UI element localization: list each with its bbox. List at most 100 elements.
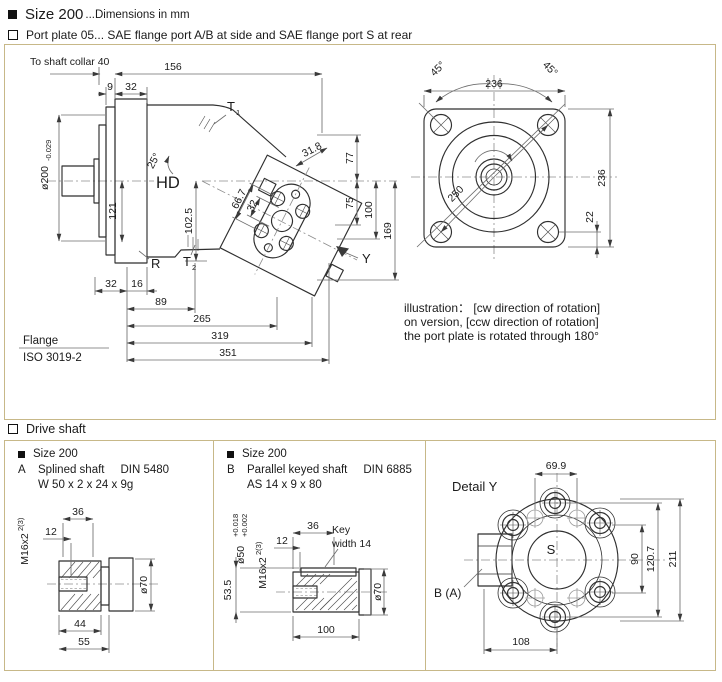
keyed-dim-12: 12 xyxy=(276,535,288,547)
dim-77: 77 xyxy=(344,152,356,164)
rear-view xyxy=(423,108,566,248)
dim-102-5: 102.5 xyxy=(183,208,195,234)
keyed-standard: DIN 6885 xyxy=(363,464,412,476)
keyed-dia50-tol-lo: +0.002 xyxy=(240,514,249,537)
drawing-labels: To shaft collar 40 156 9 32 ø200 -0.029 … xyxy=(23,56,608,364)
filled-square-bullet-icon xyxy=(18,450,25,458)
keyed-shaft-section: Size 200 B Parallel keyed shaft DIN 6885… xyxy=(214,441,426,670)
dim-250: 250 xyxy=(446,183,467,204)
keyed-dia50-tol-hi: +0.018 xyxy=(231,514,240,537)
filled-square-bullet-icon xyxy=(8,10,17,19)
label-t2-sub: 2 xyxy=(192,263,196,272)
dim-dia200: ø200 xyxy=(39,166,51,190)
dim-265: 265 xyxy=(193,313,211,325)
splined-thread-sup: 2(3) xyxy=(16,517,25,531)
keyed-dim-36: 36 xyxy=(307,520,319,532)
label-flange: Flange xyxy=(23,335,58,347)
dim-16: 16 xyxy=(131,278,143,290)
label-flange-iso: ISO 3019-2 xyxy=(23,352,82,364)
port-s-label: S xyxy=(547,542,556,557)
label-hd: HD xyxy=(156,174,180,192)
label-t1: T xyxy=(227,99,235,114)
dim-32-bottom: 32 xyxy=(105,278,117,290)
splined-thread-label: M16x2 xyxy=(19,533,31,565)
detail-dim-120-7: 120.7 xyxy=(645,546,657,572)
dim-100: 100 xyxy=(363,201,375,219)
keyed-dim-100: 100 xyxy=(317,624,335,636)
dim-169: 169 xyxy=(382,222,394,240)
splined-dim-dia70: ø70 xyxy=(138,576,150,594)
section-subtitle: Port plate 05... SAE flange port A/B at … xyxy=(8,28,412,42)
page-title-text: Size 200 xyxy=(25,6,84,23)
keyed-thread-label: M16x2 xyxy=(257,557,269,589)
dim-236-right: 236 xyxy=(596,169,608,187)
splined-dim-44: 44 xyxy=(74,618,86,630)
rotation-note-line3: the port plate is rotated through 180° xyxy=(404,329,599,343)
detail-dim-69-9: 69.9 xyxy=(546,460,567,472)
splined-shaft-drawing: 36 12 M16x2 2(3) ø70 44 55 xyxy=(16,506,161,653)
keyed-letter: B xyxy=(227,464,235,476)
filled-square-bullet-icon xyxy=(227,450,234,458)
page-title: Size 200...Dimensions in mm xyxy=(8,6,190,23)
dim-dia200-tolerance: -0.029 xyxy=(44,140,53,161)
keyed-shaft-drawing: ø50 +0.018 +0.002 M16x2 2(3) 36 12 Key w… xyxy=(222,514,390,641)
keyed-key-label-line2: width 14 xyxy=(331,538,371,550)
dim-22: 22 xyxy=(584,211,596,223)
subtitle-text: Port plate 05... SAE flange port A/B at … xyxy=(26,28,413,42)
dim-156: 156 xyxy=(164,61,182,73)
label-r: R xyxy=(151,256,160,271)
dim-25-deg: 25° xyxy=(145,151,163,171)
detail-dim-211: 211 xyxy=(667,550,679,567)
splined-dim-55: 55 xyxy=(78,636,90,648)
splined-dim-36: 36 xyxy=(72,506,84,518)
open-square-bullet-icon xyxy=(8,424,18,434)
dim-236-top: 236 xyxy=(485,78,503,90)
page-title-suffix: ...Dimensions in mm xyxy=(85,8,190,21)
keyed-dim-53-5: 53.5 xyxy=(222,580,234,601)
label-view-y: Y xyxy=(362,251,371,266)
dim-75: 75 xyxy=(344,197,356,209)
dim-32-port: 32 xyxy=(245,198,261,214)
dim-121: 121 xyxy=(107,202,119,220)
splined-size-label: Size 200 xyxy=(33,448,78,460)
dim-45-left: 45° xyxy=(428,59,448,79)
main-drawing-svg: To shaft collar 40 156 9 32 ø200 -0.029 … xyxy=(19,56,617,364)
keyed-dim-dia50: ø50 xyxy=(235,546,247,564)
drive-shaft-heading: Drive shaft xyxy=(8,422,86,436)
open-square-bullet-icon xyxy=(8,30,18,40)
keyed-size-label: Size 200 xyxy=(242,448,287,460)
keyed-dim-dia70: ø70 xyxy=(372,583,384,601)
splined-standard: DIN 5480 xyxy=(120,464,170,476)
detail-y-title: Detail Y xyxy=(452,479,498,494)
dim-89: 89 xyxy=(155,296,167,308)
keyed-thread-sup: 2(3) xyxy=(254,541,263,555)
drive-shaft-heading-text: Drive shaft xyxy=(26,422,86,436)
dim-32-top: 32 xyxy=(125,81,137,93)
detail-dim-108: 108 xyxy=(512,636,530,648)
splined-spec: W 50 x 2 x 24 x 9g xyxy=(38,479,134,491)
dim-45-right: 45° xyxy=(540,59,560,79)
drive-shaft-panel: Size 200 A Splined shaft DIN 5480 W 50 x… xyxy=(4,440,716,671)
rear-flange-view xyxy=(477,487,619,633)
label-t2: T xyxy=(183,254,191,269)
splined-name: Splined shaft xyxy=(38,464,105,476)
detail-y-drawing: Detail Y S B (A) 69.9 90 120.7 211 108 xyxy=(434,460,684,654)
splined-letter: A xyxy=(18,464,26,476)
dim-351: 351 xyxy=(219,347,237,359)
port-plate-drawing-panel: To shaft collar 40 156 9 32 ø200 -0.029 … xyxy=(4,44,716,420)
cw-rotation-arrow-icon xyxy=(474,150,513,163)
detail-y-section: Detail Y S B (A) 69.9 90 120.7 211 108 xyxy=(426,441,715,670)
detail-dim-90: 90 xyxy=(629,553,641,565)
dim-to-shaft-collar: To shaft collar 40 xyxy=(30,56,110,68)
splined-dim-12: 12 xyxy=(45,526,57,538)
dim-9: 9 xyxy=(107,81,113,93)
tilted-port-block xyxy=(219,154,363,297)
dim-319: 319 xyxy=(211,330,229,342)
keyed-key-label-line1: Key xyxy=(332,524,351,536)
splined-shaft-section: Size 200 A Splined shaft DIN 5480 W 50 x… xyxy=(5,441,214,670)
label-t1-sub: 1 xyxy=(236,108,240,117)
keyed-spec: AS 14 x 9 x 80 xyxy=(247,479,322,491)
port-bolt-holes xyxy=(525,508,587,608)
port-ba-label: B (A) xyxy=(434,586,461,600)
